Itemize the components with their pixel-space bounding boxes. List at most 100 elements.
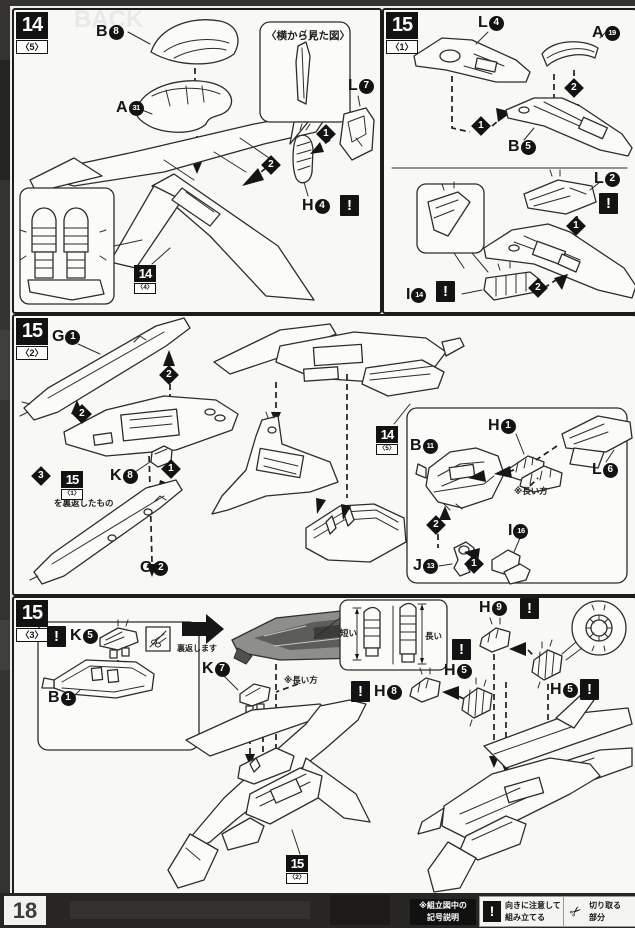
scissors-icon: ✂ bbox=[565, 900, 586, 921]
short-length-label: 短い bbox=[340, 628, 358, 638]
leader-line bbox=[393, 403, 411, 425]
step-badge-15-2: 15 〈2〉 bbox=[16, 318, 48, 361]
caution-icon: ! bbox=[47, 626, 66, 647]
caution-icon: ! bbox=[580, 679, 599, 700]
part-h8-drawing bbox=[409, 667, 441, 703]
assembly-arrow bbox=[439, 506, 451, 520]
round-detail-callout bbox=[561, 600, 627, 661]
assembly-arrow bbox=[245, 754, 255, 766]
assembly-arrow bbox=[468, 470, 486, 482]
step-badge-14-5: 14 〈5〉 bbox=[16, 12, 48, 55]
step-15-1-diagram bbox=[391, 31, 635, 301]
ref-badge-15-2: 15 〈2〉 bbox=[286, 855, 308, 884]
part-g1-drawing bbox=[19, 317, 191, 421]
part-h4-drawing bbox=[292, 123, 314, 197]
caution-icon: ! bbox=[599, 193, 618, 214]
photo-edge-left bbox=[0, 0, 10, 928]
caution-icon: ! bbox=[351, 681, 370, 702]
assembly-arrow bbox=[442, 686, 459, 700]
flipped-fuselage-drawing bbox=[63, 395, 239, 457]
engine-detail-callout bbox=[19, 187, 143, 305]
assembly-arrow bbox=[242, 168, 264, 186]
assembly-arrow bbox=[341, 504, 351, 520]
longer-option-note: ※長い方 bbox=[514, 486, 548, 496]
caution-icon: ! bbox=[452, 639, 471, 660]
legend-cut-part: ✂ 切り取る部分 bbox=[563, 896, 635, 927]
edge-ghost bbox=[0, 330, 10, 400]
fuselage-lower-drawing bbox=[483, 223, 635, 299]
assembly-arrow bbox=[316, 498, 326, 514]
part-g2-drawing bbox=[29, 479, 183, 585]
caution-icon: ! bbox=[520, 598, 539, 619]
step-15-2-diagram bbox=[19, 317, 633, 585]
assembly-line bbox=[457, 695, 467, 701]
tray-part-drawing bbox=[305, 503, 407, 563]
assembly-arrow bbox=[494, 466, 512, 478]
part-l2-drawing bbox=[523, 169, 601, 215]
aircraft-left-drawing bbox=[167, 699, 371, 889]
page-number: 18 bbox=[4, 896, 46, 925]
page-footer-bar: 18 ※組立図中の 記号説明 ! 向きに注意して組み立てる ✂ 切り取る部分 bbox=[0, 893, 635, 928]
part-i16-drawing bbox=[491, 537, 531, 585]
ref-badge-14-4: 14 〈4〉 bbox=[134, 265, 156, 294]
leader-line bbox=[529, 477, 539, 487]
part-b5-drawing bbox=[505, 97, 633, 157]
step-badge-15-3: 15 〈3〉 bbox=[16, 600, 48, 643]
assembly-arrow bbox=[192, 162, 202, 174]
aircraft-assembly-drawing bbox=[213, 323, 465, 397]
assembly-line bbox=[527, 649, 535, 657]
photo-edge-top bbox=[0, 0, 635, 6]
flip-instruction: 裏返します bbox=[177, 644, 217, 653]
part-b11-drawing bbox=[415, 447, 505, 511]
part-l7-drawing bbox=[339, 95, 375, 161]
step-number: 14 bbox=[16, 12, 48, 39]
side-view-caption: 〈横から見た図〉 bbox=[266, 30, 350, 42]
flip-direction-arrow bbox=[182, 614, 224, 644]
step-badge-15-1: 15 〈1〉 bbox=[386, 12, 418, 55]
edge-ghost bbox=[0, 620, 10, 670]
ref-badge-15-1: 15 〈1〉 bbox=[61, 471, 83, 500]
part-i14-drawing bbox=[461, 261, 541, 301]
part-l6-drawing bbox=[561, 415, 633, 469]
side-view-callout bbox=[259, 21, 351, 145]
edge-ghost bbox=[0, 60, 10, 180]
detail-callout-box bbox=[416, 181, 489, 273]
step-substep: 〈5〉 bbox=[16, 40, 48, 55]
assembly-line bbox=[493, 654, 549, 762]
legend-orientation-warning: ! 向きに注意して組み立てる bbox=[479, 896, 568, 927]
legend-symbol-title: ※組立図中の 記号説明 bbox=[410, 899, 476, 925]
leader-line bbox=[151, 247, 171, 265]
long-length-label: 長い bbox=[425, 631, 443, 641]
step-14-5-diagram bbox=[19, 19, 375, 305]
assembly-line bbox=[451, 76, 471, 133]
part-b8-drawing bbox=[127, 19, 239, 65]
k5-subassembly-box bbox=[37, 619, 200, 751]
part-a31-drawing bbox=[135, 80, 233, 133]
caution-icon: ! bbox=[483, 901, 501, 922]
leader-line bbox=[291, 829, 301, 855]
longer-option-note: ※長い方 bbox=[284, 675, 318, 685]
length-compare-box bbox=[313, 599, 448, 671]
part-h9-drawing bbox=[479, 617, 511, 653]
